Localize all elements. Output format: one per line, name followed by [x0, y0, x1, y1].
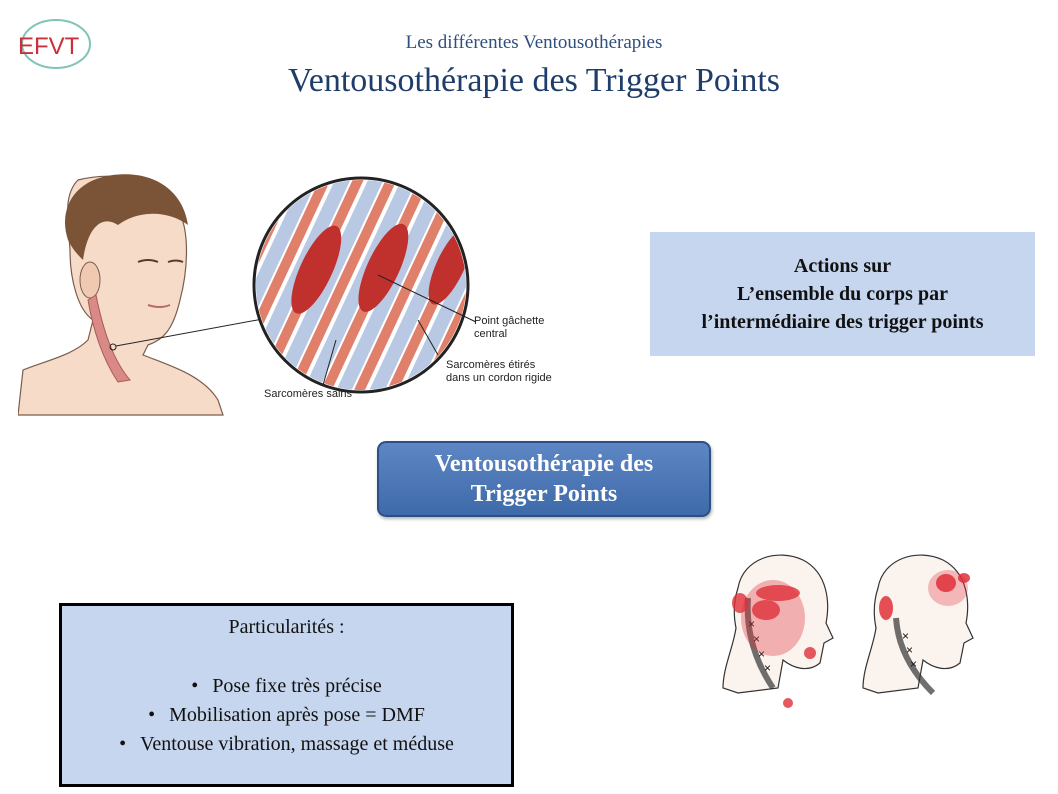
list-item: •Ventouse vibration, massage et méduse — [119, 733, 454, 755]
actions-line-2: L’ensemble du corps par — [737, 283, 948, 305]
list-item: •Pose fixe très précise — [191, 675, 382, 697]
svg-text:×: × — [902, 629, 909, 643]
actions-box: Actions sur L’ensemble du corps par l’in… — [650, 232, 1035, 356]
bullet-icon: • — [119, 733, 127, 755]
svg-text:×: × — [758, 647, 765, 661]
logo-text: EFVT — [18, 33, 80, 60]
efvt-logo: EFVT — [18, 19, 91, 69]
label-stretched-line2: dans un cordon rigide — [446, 372, 552, 384]
center-box-line-2: Trigger Points — [470, 481, 618, 507]
particularites-box: Particularités : •Pose fixe très précise… — [59, 603, 514, 787]
list-item: •Mobilisation après pose = DMF — [148, 704, 425, 726]
particularites-list: •Pose fixe très précise •Mobilisation ap… — [62, 672, 511, 759]
referred-pain-heads-illustration: × × × × × × × — [722, 554, 974, 708]
center-box-line-1: Ventousothérapie des — [434, 451, 654, 477]
bullet-icon: • — [191, 675, 199, 697]
svg-text:×: × — [753, 632, 760, 646]
particularites-title: Particularités : — [228, 616, 345, 638]
page-title: Ventousothérapie des Trigger Points — [287, 62, 781, 99]
svg-text:×: × — [748, 617, 755, 631]
actions-line-3: l’intermédiaire des trigger points — [701, 311, 984, 333]
label-trigger-point: Point gâchette central — [474, 315, 544, 341]
trigger-points-box: Ventousothérapie des Trigger Points — [377, 441, 711, 517]
label-trigger-point-line1: Point gâchette — [474, 315, 545, 327]
page-subtitle: Les différentes Ventousothérapies — [405, 32, 663, 53]
svg-text:×: × — [764, 661, 771, 675]
label-healthy-sarcomeres: Sarcomères sains — [264, 388, 353, 400]
bullet-icon: • — [148, 704, 156, 726]
neck-trigger-point-illustration — [18, 170, 501, 420]
label-trigger-point-line2: central — [474, 328, 508, 340]
actions-line-1: Actions sur — [793, 255, 892, 277]
label-stretched-line1: Sarcomères étirés — [446, 359, 536, 371]
label-stretched-sarcomeres: Sarcomères étirés dans un cordon rigide — [446, 359, 552, 385]
svg-text:×: × — [910, 657, 917, 671]
svg-text:×: × — [906, 643, 913, 657]
